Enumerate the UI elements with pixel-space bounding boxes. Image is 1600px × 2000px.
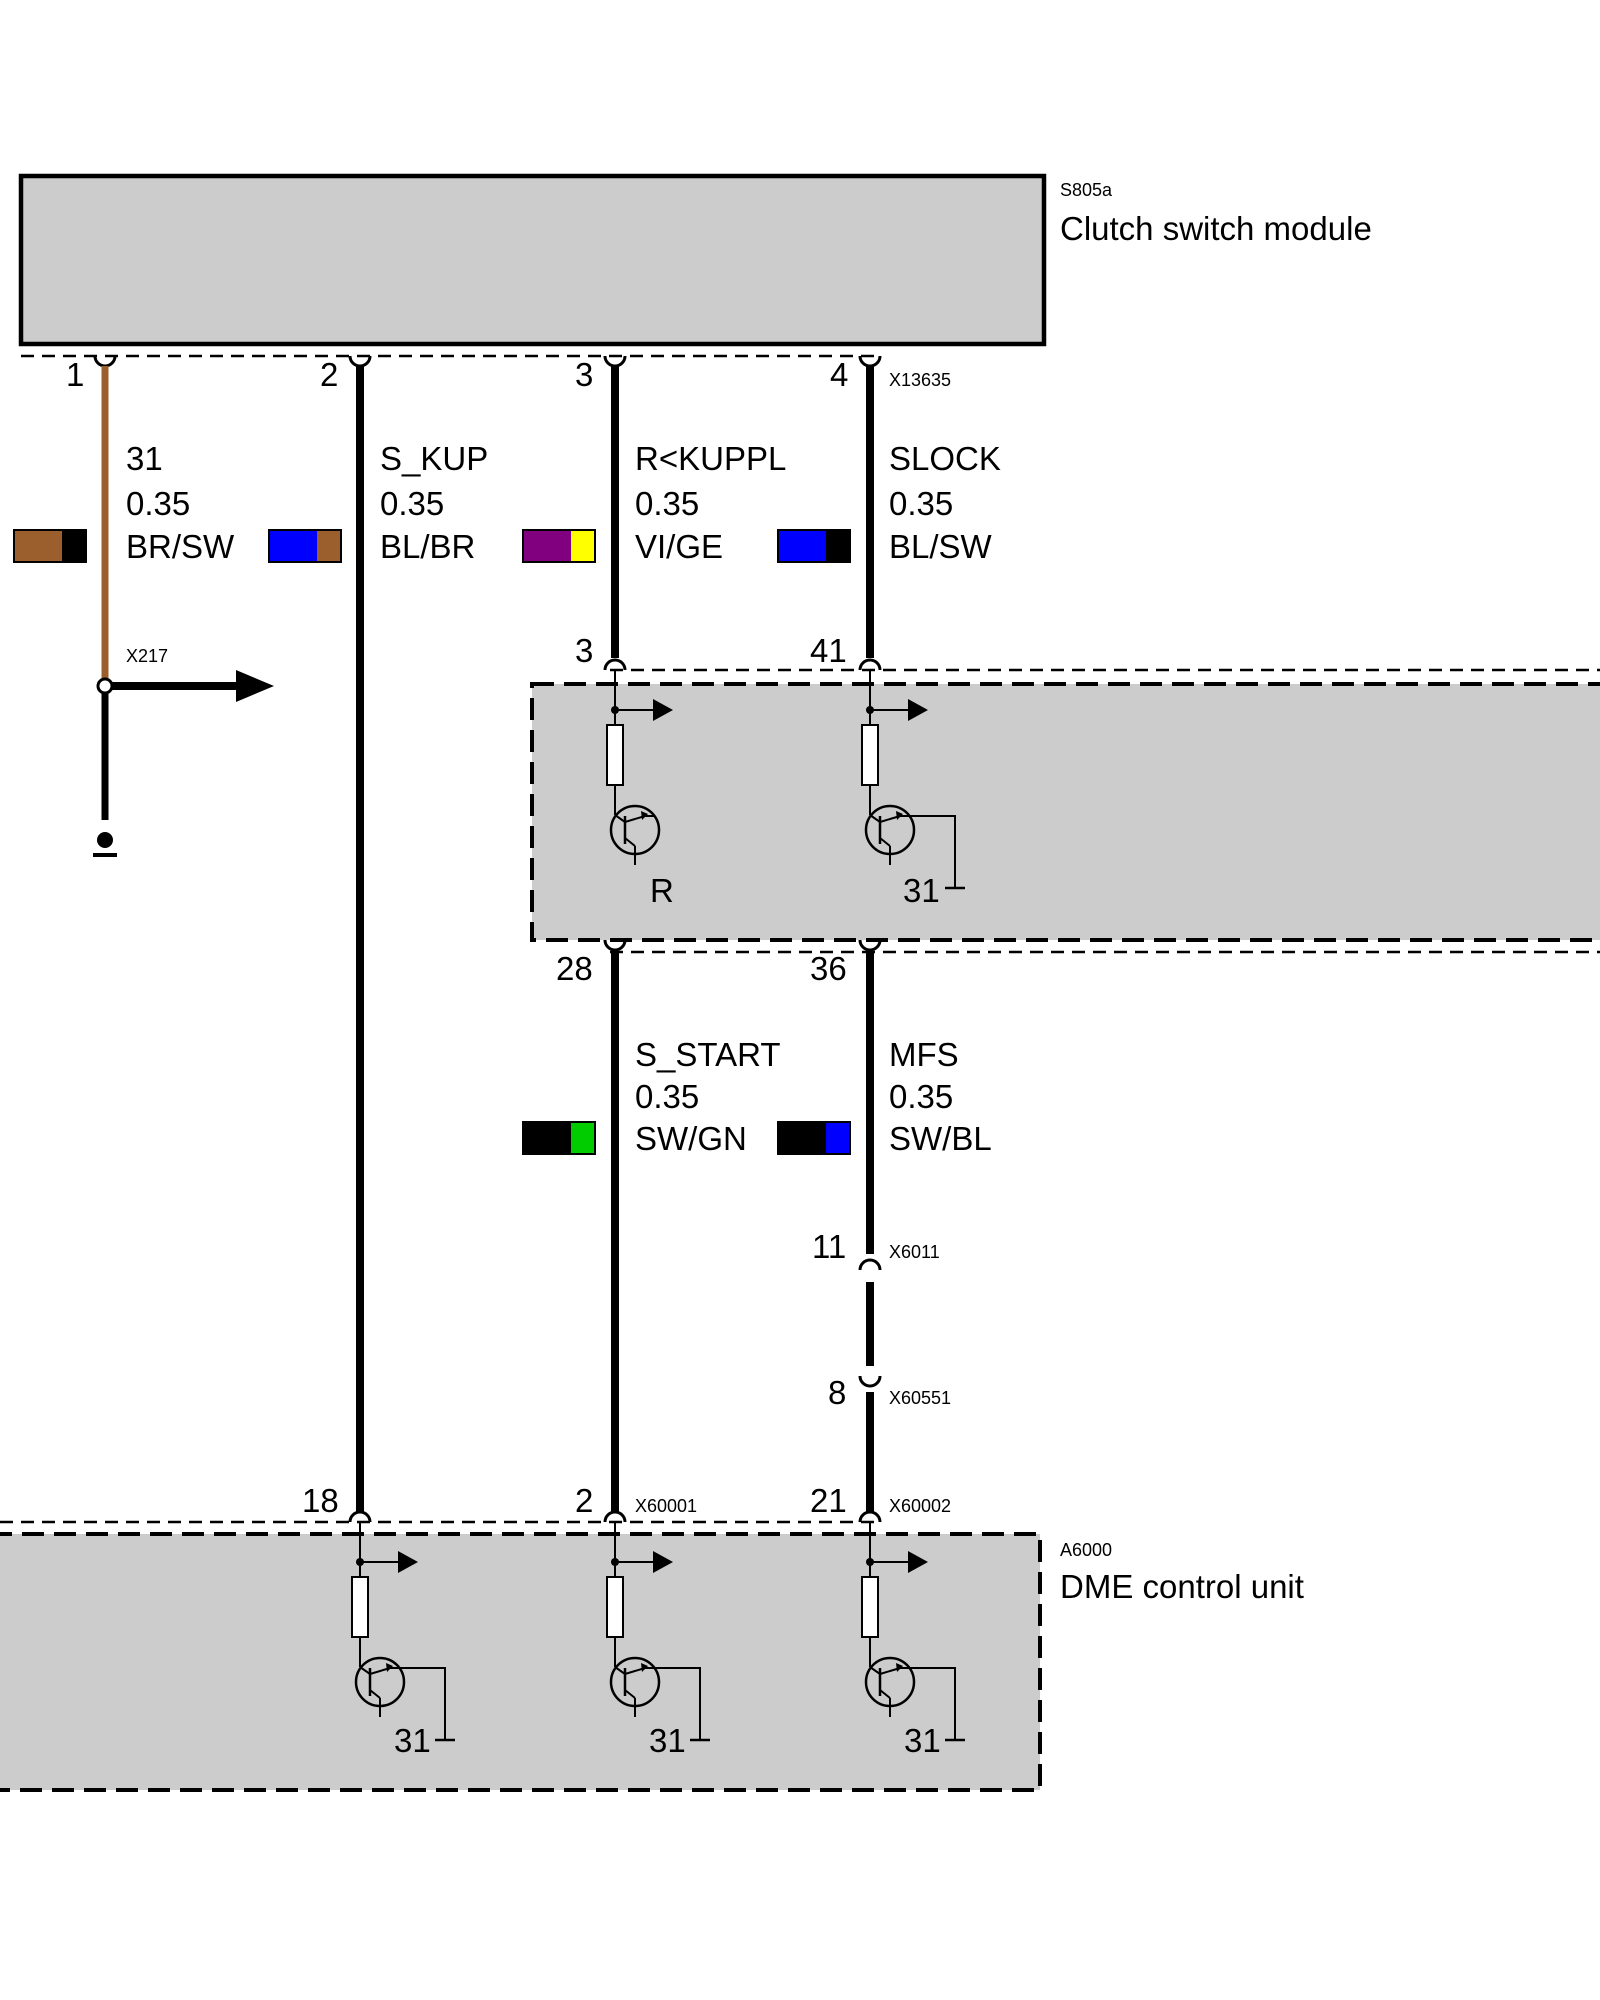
pin-number: 28 xyxy=(556,950,593,987)
transistor-symbol xyxy=(605,1520,710,1742)
pin-number: 3 xyxy=(575,632,593,669)
pin-number: 1 xyxy=(66,356,84,393)
dme-module-code: A6000 xyxy=(1060,1540,1112,1560)
clutch-switch-module-box xyxy=(18,173,1047,347)
pin-number: 4 xyxy=(830,356,848,393)
transistor-label-31: 31 xyxy=(903,872,940,909)
splice-dot xyxy=(96,677,114,695)
pin-number: 8 xyxy=(828,1374,846,1411)
connector-x60551-label: X60551 xyxy=(889,1388,951,1408)
color-swatch-bl-sw xyxy=(777,529,851,563)
pin-cup xyxy=(93,355,117,368)
transistor-label-31: 31 xyxy=(394,1722,431,1759)
connector-x6011-label: X6011 xyxy=(889,1242,940,1262)
wire-size: 0.35 xyxy=(126,485,190,522)
wire-color-code: BL/SW xyxy=(889,528,993,565)
pin-cup xyxy=(348,355,372,368)
wire-signal: S_KUP xyxy=(380,440,488,477)
transistor-label-31: 31 xyxy=(649,1722,686,1759)
wire-signal: 31 xyxy=(126,440,163,477)
transistor-label-r: R xyxy=(650,872,674,909)
pin-cup xyxy=(603,939,627,952)
wire-signal: MFS xyxy=(889,1036,959,1073)
wire-color-code: VI/GE xyxy=(635,528,723,565)
pin-cup xyxy=(858,939,882,952)
wire-signal: S_START xyxy=(635,1036,781,1073)
wire-color-code: SW/GN xyxy=(635,1120,747,1157)
wire-size: 0.35 xyxy=(889,1078,953,1115)
pin-number: 2 xyxy=(320,356,338,393)
pin-number: 18 xyxy=(302,1482,339,1519)
ground-dot xyxy=(97,832,113,848)
pin-number: 36 xyxy=(810,950,847,987)
middle-module-box xyxy=(530,682,1600,942)
wire-signal: R<KUPPL xyxy=(635,440,786,477)
pin-cup xyxy=(858,658,882,671)
clutch-module-name: Clutch switch module xyxy=(1060,210,1372,247)
pin-cup xyxy=(603,355,627,368)
color-swatch-bl-br xyxy=(268,529,342,563)
wire-size: 0.35 xyxy=(635,1078,699,1115)
pin-cup xyxy=(603,658,627,671)
splice-x217-label: X217 xyxy=(126,646,168,666)
wire-color-code: BL/BR xyxy=(380,528,475,565)
pin-cup xyxy=(858,355,882,368)
transistor-symbol xyxy=(350,1520,455,1742)
connector-x60001-label: X60001 xyxy=(635,1496,697,1516)
pin-number: 41 xyxy=(810,632,847,669)
clutch-module-code: S805a xyxy=(1060,180,1113,200)
color-swatch-vi-ge xyxy=(522,529,596,563)
splice-arrow-head xyxy=(236,670,274,702)
wire-size: 0.35 xyxy=(889,485,953,522)
pin-cup xyxy=(348,1510,372,1523)
dme-module-name: DME control unit xyxy=(1060,1568,1304,1605)
connector-x60002-label: X60002 xyxy=(889,1496,951,1516)
pin-cup xyxy=(858,1375,882,1388)
wire-signal: SLOCK xyxy=(889,440,1001,477)
wire-color-code: SW/BL xyxy=(889,1120,992,1157)
wire-size: 0.35 xyxy=(635,485,699,522)
transistor-label-31: 31 xyxy=(904,1722,941,1759)
pin-number: 11 xyxy=(812,1228,846,1265)
pin-cup xyxy=(858,1510,882,1523)
transistor-symbol xyxy=(860,668,965,890)
pin-cup xyxy=(858,1258,882,1271)
pin-number: 3 xyxy=(575,356,593,393)
color-swatch-br-sw xyxy=(13,529,87,563)
pin-number: 2 xyxy=(575,1482,593,1519)
wire-size: 0.35 xyxy=(380,485,444,522)
transistor-symbol xyxy=(860,1520,965,1742)
dme-module-box xyxy=(0,1532,1042,1792)
pin-cup xyxy=(603,1510,627,1523)
pin-number: 21 xyxy=(810,1482,847,1519)
color-swatch-sw-gn xyxy=(522,1121,596,1155)
connector-x13635-label: X13635 xyxy=(889,370,951,390)
color-swatch-sw-bl xyxy=(777,1121,851,1155)
wire-color-code: BR/SW xyxy=(126,528,235,565)
